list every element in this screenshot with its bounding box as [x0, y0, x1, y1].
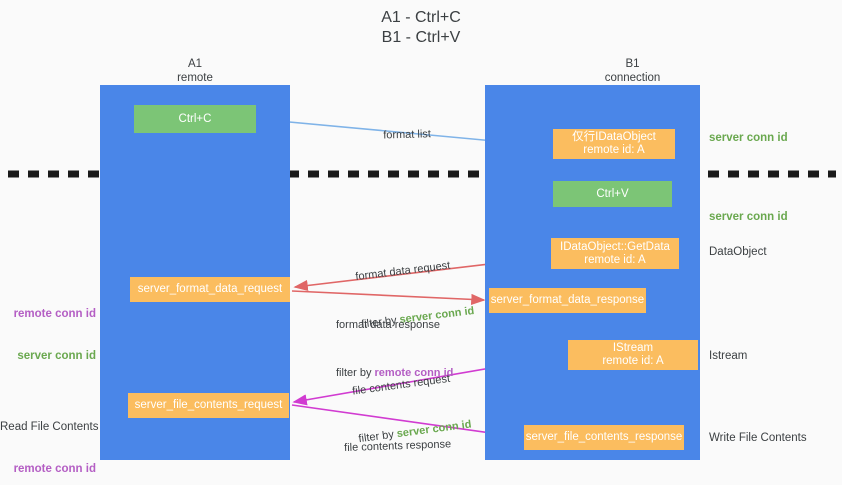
label-server-conn-id-format: server conn id: [17, 350, 96, 362]
column-header-b1: B1 connection: [604, 58, 661, 84]
annotation-file-contents-request-title: file contents request: [351, 372, 451, 398]
annotation-format-list-text: format list: [383, 128, 432, 142]
label-remote-conn-id-format: remote conn id: [13, 308, 96, 320]
label-server-conn-id-second: server conn id: [709, 211, 788, 223]
filter-prefix: filter by: [336, 367, 375, 379]
page-title: A1 - Ctrl+C B1 - Ctrl+V: [381, 9, 461, 46]
left-labels-format: remote conn id server conn id: [0, 279, 96, 391]
label-read-file-contents: Read File Contents: [0, 421, 99, 433]
box-server-file-contents-response[interactable]: server_file_contents_response: [524, 425, 684, 450]
annotation-file-contents-response-title: file contents response: [343, 438, 452, 455]
box-server-format-data-response[interactable]: server_format_data_response: [489, 288, 646, 313]
label-istream: Istream: [709, 350, 748, 362]
filter-id: remote conn id: [374, 367, 454, 379]
label-write-file-contents: Write File Contents: [709, 432, 807, 444]
label-remote-conn-id-file: remote conn id: [13, 463, 96, 475]
annotation-file-contents-response: file contents response filter by remote …: [343, 404, 465, 485]
label-dataobject: DataObject: [709, 246, 767, 258]
annotation-format-data-response-filter: filter by remote conn id: [336, 365, 453, 381]
left-labels-file-contents: Read File Contents remote conn id server…: [0, 392, 99, 485]
box-idataobject-getdata[interactable]: IDataObject::GetData remote id: A: [551, 238, 679, 269]
annotation-format-list: format list: [370, 110, 431, 160]
arrow-format-data-response: [291, 290, 486, 305]
box-server-format-data-request[interactable]: server_format_data_request: [130, 277, 290, 302]
box-idataobject[interactable]: 仅行IDataObject remote id: A: [553, 129, 675, 159]
box-ctrl-v[interactable]: Ctrl+V: [553, 181, 672, 207]
box-ctrl-c[interactable]: Ctrl+C: [134, 105, 256, 133]
label-server-conn-id-top: server conn id: [709, 132, 788, 144]
column-header-a1: A1 remote: [177, 58, 213, 84]
arrow-file-contents-response: [291, 404, 521, 441]
box-server-file-contents-request[interactable]: server_file_contents_request: [128, 393, 289, 418]
box-istream[interactable]: IStream remote id: A: [568, 340, 698, 370]
annotation-format-data-response: format data response filter by remote co…: [336, 285, 453, 413]
annotation-format-data-request-title: format data request: [354, 259, 451, 284]
annotation-format-data-response-title: format data response: [336, 319, 440, 331]
